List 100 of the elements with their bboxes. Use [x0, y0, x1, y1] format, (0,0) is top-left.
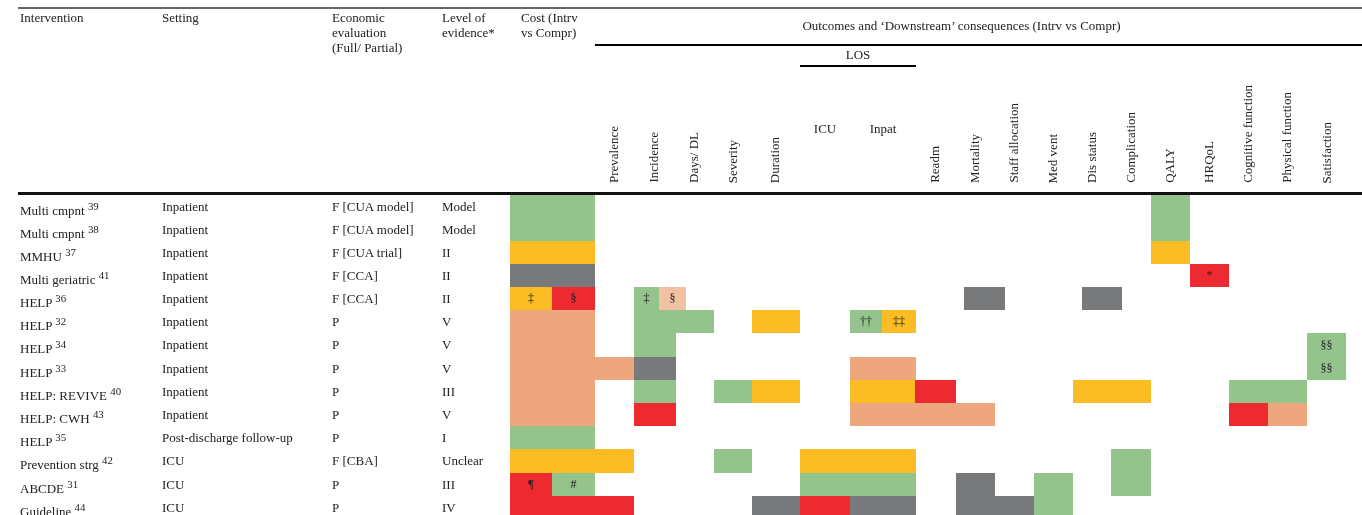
colored-cell — [510, 195, 595, 218]
table-cell-text: II — [442, 245, 451, 260]
colored-cell — [1111, 473, 1151, 496]
table-cell-text: I — [442, 430, 447, 445]
table-cell-text: P — [332, 407, 340, 422]
column-header: Economic evaluation (Full/ Partial) — [332, 10, 404, 55]
table-cell-text: Inpatient — [162, 384, 209, 399]
colored-cell — [510, 449, 634, 473]
table-cell-text: F [CUA model] — [332, 199, 414, 214]
table-cell-text: ICU — [162, 500, 185, 515]
table-cell-text: Multi geriatric $^{41}$ — [20, 268, 110, 288]
colored-cell — [1229, 380, 1307, 403]
table-cell-text: Inpatient — [162, 268, 209, 283]
table-cell-text: II — [442, 268, 451, 283]
table-cell-text: Model — [442, 199, 476, 214]
table-cell-text: MMHU $^{37}$ — [20, 245, 76, 265]
rotated-column-header: Days/ DL — [687, 132, 701, 183]
symbol-cell: ‡ — [510, 287, 552, 310]
colored-cell — [964, 287, 1005, 310]
symbol-cell: ‡‡ — [882, 310, 916, 333]
rotated-column-header: Physical function — [1280, 92, 1294, 183]
colored-cell — [510, 218, 595, 241]
column-header: Intervention — [20, 10, 84, 25]
column-header: Cost (Intrv vs Compr) — [521, 10, 579, 40]
table-cell-text: HELP: CWH $^{43}$ — [20, 407, 104, 427]
table-cell-text: F [CCA] — [332, 268, 378, 283]
colored-cell — [510, 426, 595, 449]
table-cell-text: Inpatient — [162, 407, 209, 422]
table-cell-text: ICU — [162, 477, 185, 492]
table-cell-text: P — [332, 477, 340, 492]
table-cell-text: F [CUA trial] — [332, 245, 403, 260]
rotated-column-header: Incidence — [647, 132, 661, 183]
colored-cell — [956, 496, 1034, 515]
colored-cell — [714, 449, 752, 473]
table-cell-text: HELP $^{36}$ — [20, 291, 67, 311]
colored-cell — [510, 241, 595, 264]
table-cell-text: III — [442, 384, 455, 399]
table-cell-text: Prevention strg $^{42}$ — [20, 453, 113, 473]
rotated-column-header: Severity — [726, 139, 740, 183]
table-cell-text: Multi cmpnt $^{39}$ — [20, 199, 99, 219]
colored-cell — [1268, 403, 1307, 426]
table-cell-text: IV — [442, 500, 456, 515]
table-cell-text: F [CUA model] — [332, 222, 414, 237]
table-cell-text: P — [332, 314, 340, 329]
colored-cell — [800, 496, 850, 515]
colored-cell — [850, 380, 915, 403]
column-header: Inpat — [868, 121, 898, 136]
colored-cell — [1229, 403, 1268, 426]
table-cell-text: Inpatient — [162, 199, 209, 214]
table-cell-text: II — [442, 291, 451, 306]
table-cell-text: Inpatient — [162, 361, 209, 376]
symbol-cell: §§ — [1307, 333, 1346, 357]
table-cell-text: P — [332, 361, 340, 376]
colored-cell — [1082, 287, 1122, 310]
colored-cell — [800, 473, 916, 496]
colored-cell — [1151, 195, 1190, 218]
table-cell-text: Multi cmpnt $^{38}$ — [20, 222, 99, 242]
colored-cell — [1151, 218, 1190, 241]
colored-cell — [1034, 473, 1073, 496]
rotated-column-header: Cognitive function — [1241, 85, 1255, 183]
table-cell-text: HELP: REVIVE $^{40}$ — [20, 384, 122, 404]
rotated-column-header: Med vent — [1046, 133, 1060, 183]
table-cell-text: HELP $^{35}$ — [20, 430, 67, 450]
colored-cell — [634, 380, 676, 403]
colored-cell — [956, 473, 995, 496]
colored-cell — [510, 310, 595, 333]
colored-cell — [850, 357, 916, 380]
colored-cell — [1073, 380, 1151, 403]
colored-cell — [510, 403, 595, 426]
colored-cell — [850, 403, 995, 426]
table-cell-text: P — [332, 500, 340, 515]
colored-cell — [634, 403, 676, 426]
rotated-column-header: HRQoL — [1202, 141, 1216, 183]
group-header: Outcomes and ‘Downstream’ consequences (Intrv vs Compr) — [801, 18, 1122, 33]
table-cell-text: F [CBA] — [332, 453, 378, 468]
column-header: Level of evidence* — [442, 10, 496, 40]
symbol-cell: ‡ — [634, 287, 659, 310]
rotated-column-header: Duration — [768, 136, 782, 183]
colored-cell — [800, 449, 916, 473]
colored-cell — [1034, 496, 1073, 515]
table-cell-text: ABCDE $^{31}$ — [20, 477, 79, 497]
table-cell-text: V — [442, 337, 452, 352]
table-cell-text: HELP $^{32}$ — [20, 314, 67, 334]
table-cell-text: Inpatient — [162, 245, 209, 260]
table-cell-text: ICU — [162, 453, 185, 468]
colored-cell — [634, 357, 676, 380]
table-cell-text: P — [332, 384, 340, 399]
table-cell-text: HELP $^{33}$ — [20, 361, 67, 381]
colored-cell — [915, 380, 956, 403]
colored-cell — [752, 380, 800, 403]
colored-cell — [510, 496, 634, 515]
colored-cell — [752, 496, 800, 515]
table-cell-text: Inpatient — [162, 291, 209, 306]
rotated-column-header: Dis status — [1085, 132, 1099, 183]
symbol-cell: †† — [850, 310, 882, 333]
column-header: Setting — [162, 10, 199, 25]
table-cell-text: P — [332, 337, 340, 352]
rotated-column-header: Mortality — [968, 133, 982, 183]
rotated-column-header: Staff allocation — [1007, 103, 1021, 183]
colored-cell — [850, 496, 916, 515]
